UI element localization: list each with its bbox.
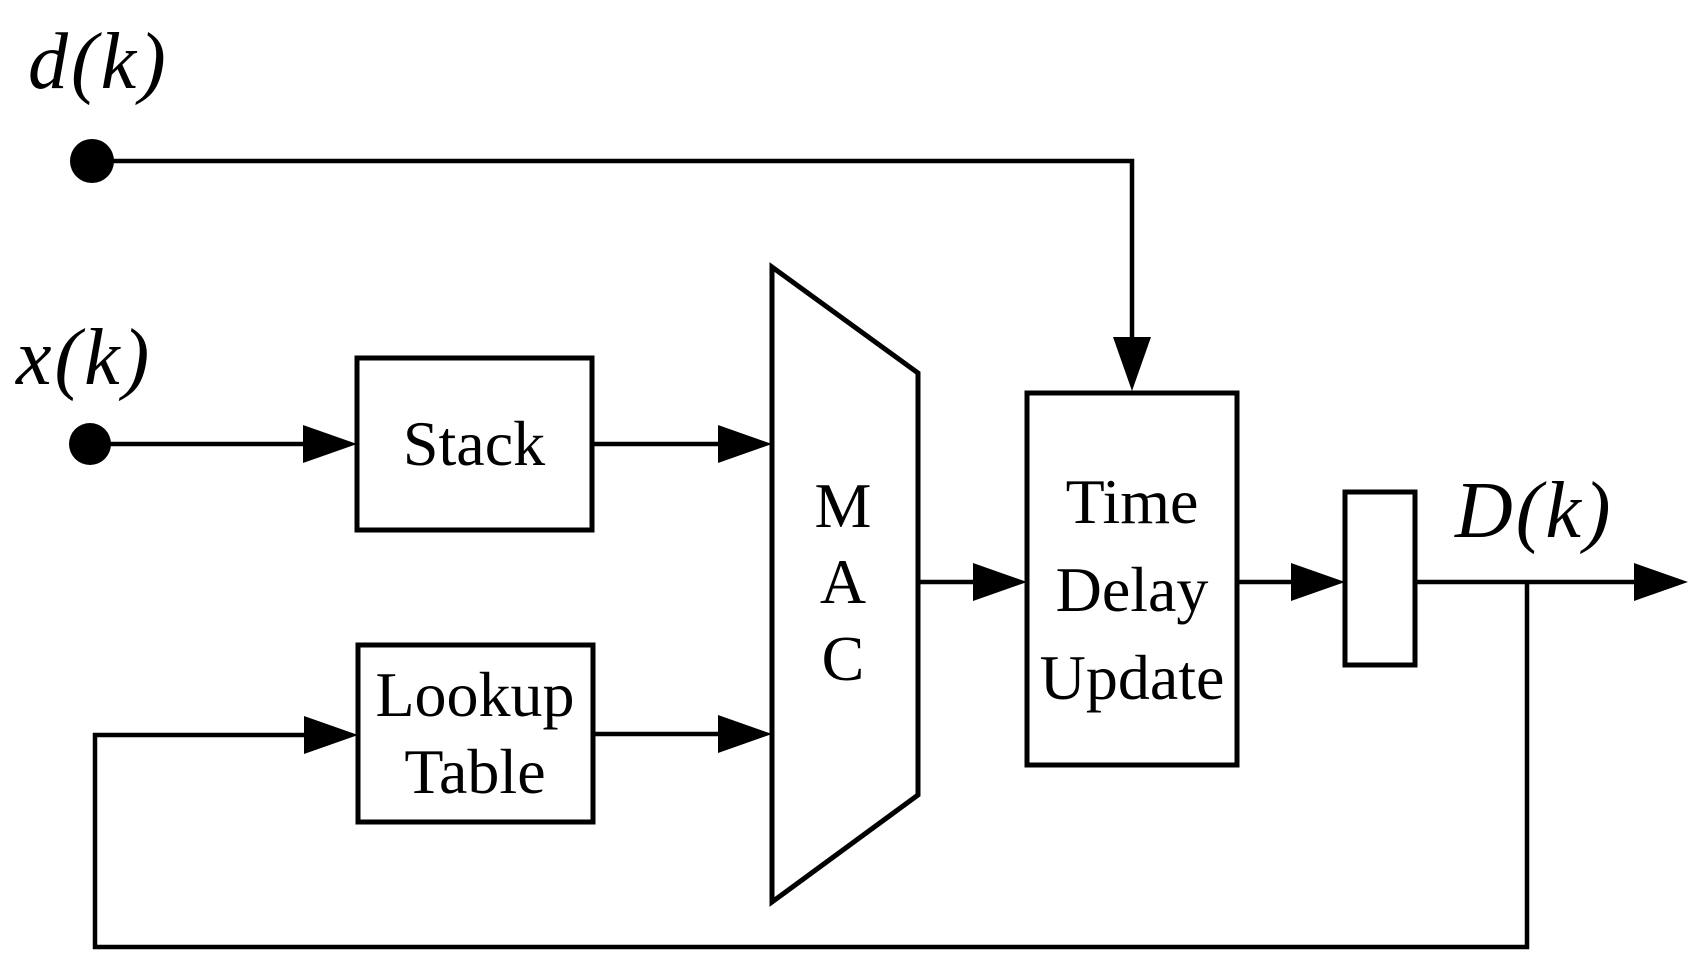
stack-label: Stack: [403, 408, 545, 479]
time-delay-update-label-line3: Update: [1040, 642, 1225, 713]
mac-label-c: C: [822, 623, 865, 694]
x-input-label: x(k): [15, 314, 152, 402]
arrowhead-d-down-icon: [1113, 337, 1151, 391]
output-label: D(k): [1454, 467, 1614, 555]
mac-label-a: A: [820, 546, 866, 617]
mac-label-m: M: [815, 470, 872, 541]
mac-block: [769, 262, 921, 907]
input-node-d: [70, 139, 114, 183]
arrowhead-stack-to-mac-icon: [718, 425, 772, 463]
arrowhead-output-icon: [1634, 563, 1688, 601]
time-delay-update-block: [1024, 390, 1240, 768]
wire-feedback-loop: [92, 582, 1530, 950]
wire-d-input: [92, 158, 1135, 340]
arrowhead-mac-to-time-delay-icon: [973, 563, 1027, 601]
arrowhead-lookup-to-mac-icon: [718, 715, 772, 753]
stack-block: [354, 355, 595, 533]
time-delay-update-label-line2: Delay: [1056, 554, 1209, 625]
d-input-label: d(k): [28, 18, 169, 106]
lookup-table-label-line1: Lookup: [375, 659, 574, 730]
lookup-table-block: [355, 642, 596, 825]
lookup-table-label-line2: Table: [404, 736, 545, 807]
delay-register-block: [1342, 489, 1418, 668]
input-node-x: [69, 423, 111, 465]
arrowhead-x-to-stack-icon: [303, 425, 357, 463]
arrowhead-feedback-to-lookup-icon: [304, 716, 358, 754]
time-delay-update-label-line1: Time: [1066, 466, 1199, 537]
arrowhead-time-delay-to-register-icon: [1291, 563, 1345, 601]
